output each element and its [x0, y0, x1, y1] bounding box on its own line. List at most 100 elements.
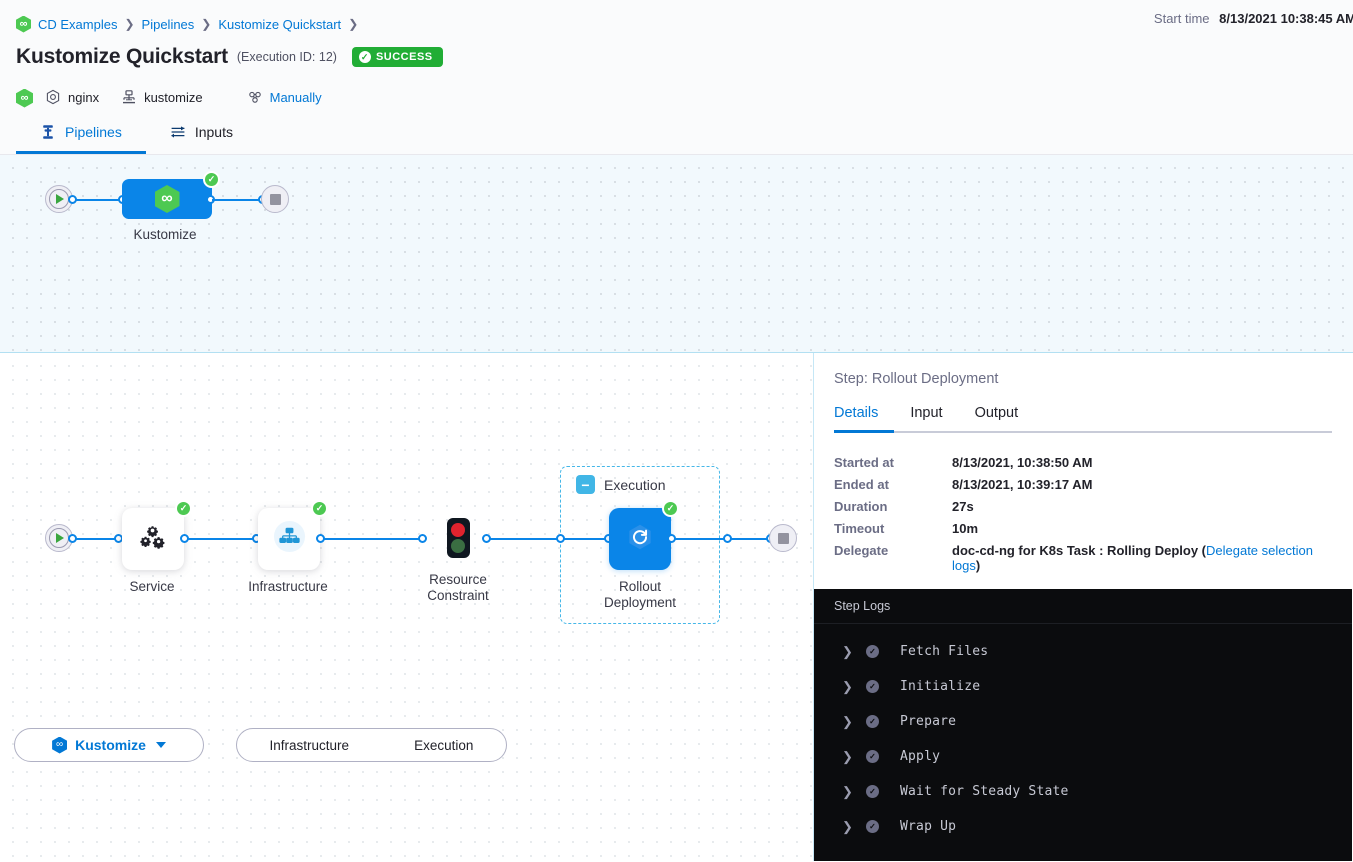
start-time-value: 8/13/2021 10:38:45 AM	[1219, 11, 1353, 26]
chevron-right-icon[interactable]: ❯	[842, 678, 853, 694]
tab-output[interactable]: Output	[974, 405, 1019, 421]
step-logs-list[interactable]: ❯ ✓ Fetch Files ❯ ✓ Initialize ❯ ✓ Prepa…	[814, 624, 1352, 844]
chevron-right-icon[interactable]: ❯	[842, 713, 853, 729]
log-row[interactable]: ❯ ✓ Prepare	[814, 704, 1352, 739]
connector-line	[76, 537, 118, 540]
pipeline-icon	[40, 124, 56, 140]
meta-item-trigger[interactable]: Manually	[247, 89, 322, 105]
connector-dot	[418, 534, 427, 543]
segment-execution[interactable]: Execution	[414, 737, 474, 753]
traffic-light-icon	[446, 518, 470, 558]
breadcrumb-item-kustomize-quickstart[interactable]: Kustomize Quickstart	[218, 16, 342, 32]
harness-logo-icon: ∞	[52, 736, 68, 754]
chevron-right-icon[interactable]: ❯	[842, 643, 853, 659]
delegate-selection-logs-link[interactable]: Delegate selection logs	[952, 543, 1313, 573]
execution-node-label-service: Service	[129, 579, 175, 594]
service-cogs-icon	[137, 523, 169, 556]
status-check-icon: ✓	[311, 500, 328, 517]
pipeline-end-node[interactable]	[261, 185, 289, 213]
log-status-icon: ✓	[866, 715, 900, 728]
step-details-table: Started at 8/13/2021, 10:38:50 AM Ended …	[814, 433, 1352, 589]
detail-key-timeout: Timeout	[834, 521, 885, 536]
execution-group-box	[560, 466, 720, 624]
connector-line	[188, 537, 256, 540]
execution-canvas[interactable]: ∞ Kustomize Infrastructure Execution − E…	[0, 353, 814, 861]
execution-node-infrastructure[interactable]: ✓	[258, 500, 328, 570]
status-check-icon: ✓	[662, 500, 679, 517]
rc-label-line1: Resource	[429, 572, 487, 587]
breadcrumb-item-cd-examples[interactable]: CD Examples	[38, 16, 118, 32]
log-row[interactable]: ❯ ✓ Wrap Up	[814, 809, 1352, 844]
stop-icon	[269, 193, 281, 205]
service-icon	[45, 89, 61, 105]
delegate-text: doc-cd-ng for K8s Task : Rolling Deploy …	[952, 543, 1206, 558]
status-badge: ✓ SUCCESS	[351, 47, 443, 67]
inputs-icon	[170, 124, 186, 140]
tab-inputs[interactable]: Inputs	[146, 124, 257, 154]
chevron-right-icon[interactable]: ❯	[842, 783, 853, 799]
execution-group-label: Execution	[604, 476, 666, 493]
rc-label-line2: Constraint	[427, 588, 489, 603]
log-row[interactable]: ❯ ✓ Initialize	[814, 669, 1352, 704]
log-row[interactable]: ❯ ✓ Apply	[814, 739, 1352, 774]
log-row[interactable]: ❯ ✓ Wait for Steady State	[814, 774, 1352, 809]
meta-item-service[interactable]: nginx	[45, 89, 99, 105]
connector-dot	[723, 534, 732, 543]
step-logs-title: Step Logs	[814, 589, 1352, 624]
detail-key-delegate: Delegate	[834, 543, 889, 558]
stage-selector-pill[interactable]: ∞ Kustomize	[14, 728, 204, 762]
execution-node-label-rollout: Rollout Deployment	[580, 579, 700, 611]
main-split: ∞ Kustomize Infrastructure Execution − E…	[0, 353, 1353, 861]
meta-item-trigger-label[interactable]: Manually	[269, 89, 322, 105]
trigger-icon	[247, 89, 263, 105]
connector-dot	[556, 534, 565, 543]
breadcrumb: ∞ CD Examples ❯ Pipelines ❯ Kustomize Qu…	[16, 0, 1337, 40]
step-title: Step: Rollout Deployment	[834, 371, 999, 387]
connector-line	[490, 537, 650, 540]
stage-node-kustomize[interactable]: ∞ ✓	[122, 171, 220, 219]
execution-end-node[interactable]	[769, 524, 797, 552]
execution-node-resource-constraint[interactable]	[446, 518, 470, 558]
detail-value-started-at: 8/13/2021, 10:38:50 AM	[952, 455, 1093, 470]
detail-key-duration: Duration	[834, 499, 888, 514]
chevron-right-icon[interactable]: ❯	[842, 748, 853, 764]
stage-section-toggle[interactable]: Infrastructure Execution	[236, 728, 507, 762]
execution-group-title: − Execution	[576, 475, 665, 494]
pipeline-canvas[interactable]: ∞ ✓ Kustomize	[0, 155, 1353, 353]
log-status-icon: ✓	[866, 680, 900, 693]
step-detail-header: Step: Rollout Deployment Details Input O…	[814, 353, 1352, 433]
status-check-icon: ✓	[203, 171, 220, 188]
execution-node-label-resource-constraint: Resource Constraint	[398, 572, 518, 604]
log-row[interactable]: ❯ ✓ Fetch Files	[814, 634, 1352, 669]
chevron-right-icon: ❯	[201, 17, 212, 31]
stop-icon	[777, 532, 789, 544]
meta-item-kustomize[interactable]: kustomize	[121, 89, 203, 105]
meta-item-kustomize-label: kustomize	[144, 89, 203, 105]
start-icon	[49, 189, 69, 209]
tab-pipelines[interactable]: Pipelines	[16, 124, 146, 154]
tab-input[interactable]: Input	[910, 405, 943, 421]
chevron-right-icon[interactable]: ❯	[842, 818, 853, 834]
execution-node-service[interactable]: ✓	[122, 500, 192, 570]
header-tabs: Pipelines Inputs	[16, 110, 257, 154]
tab-pipelines-label: Pipelines	[65, 124, 122, 140]
detail-value-delegate: doc-cd-ng for K8s Task : Rolling Deploy …	[952, 543, 1332, 573]
tab-details[interactable]: Details	[834, 405, 895, 433]
status-check-icon: ✓	[175, 500, 192, 517]
execution-node-rollout-deployment[interactable]: ✓	[609, 500, 679, 570]
infrastructure-icon	[273, 520, 306, 558]
meta-row: ∞ nginx kustomize	[16, 82, 1337, 112]
log-status-icon: ✓	[866, 645, 900, 658]
collapse-icon[interactable]: −	[576, 475, 595, 494]
log-row-label: Initialize	[900, 679, 981, 694]
segment-infrastructure[interactable]: Infrastructure	[269, 737, 350, 753]
page-title: Kustomize Quickstart	[16, 45, 228, 68]
detail-value-ended-at: 8/13/2021, 10:39:17 AM	[952, 477, 1093, 492]
page-header: ∞ CD Examples ❯ Pipelines ❯ Kustomize Qu…	[0, 0, 1353, 155]
step-detail-panel: Step: Rollout Deployment Details Input O…	[814, 353, 1352, 861]
start-time-label: Start time	[1153, 11, 1210, 26]
log-row-label: Prepare	[900, 714, 957, 729]
tab-inputs-label: Inputs	[194, 124, 233, 140]
title-row: Kustomize Quickstart (Execution ID: 12) …	[16, 42, 1337, 72]
breadcrumb-item-pipelines[interactable]: Pipelines	[141, 16, 195, 32]
